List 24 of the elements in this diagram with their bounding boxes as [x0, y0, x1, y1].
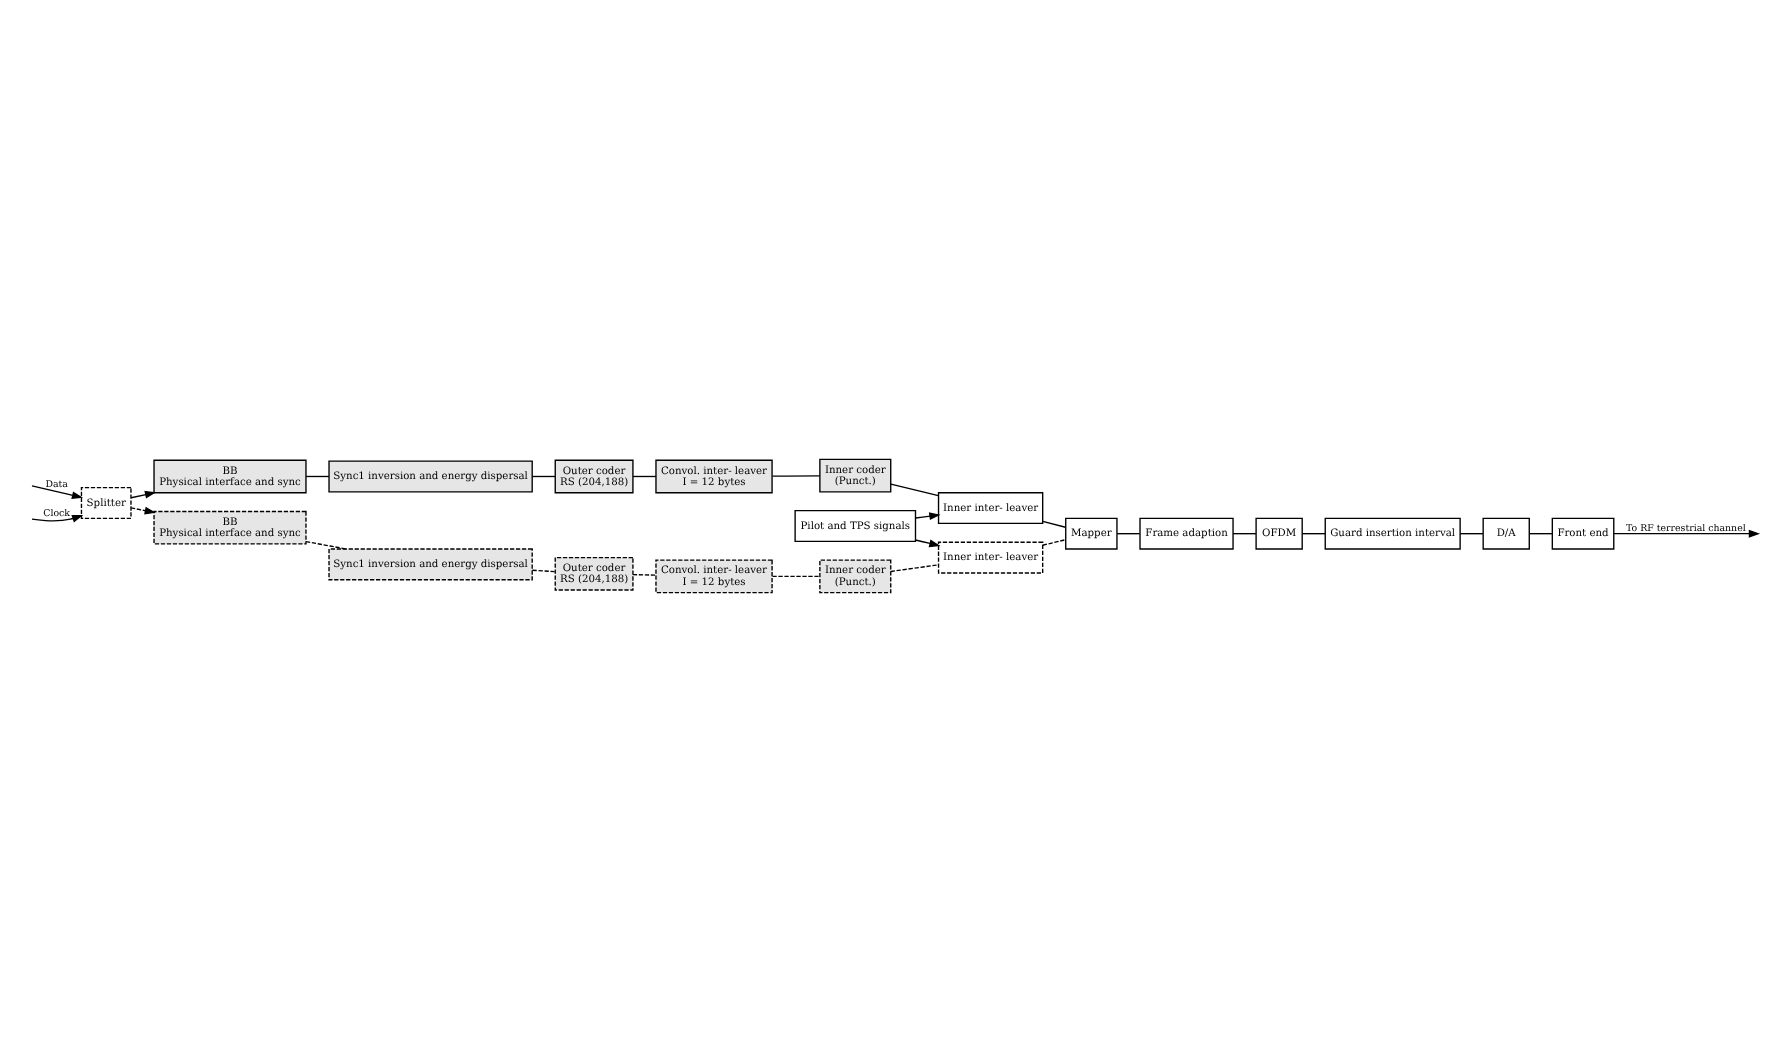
connector	[1116, 533, 1141, 535]
connector	[305, 475, 330, 478]
connector	[771, 475, 821, 477]
connector	[632, 573, 657, 576]
arrow	[130, 490, 157, 499]
connector	[771, 575, 821, 578]
arrow	[31, 514, 84, 523]
arrow	[914, 539, 941, 548]
connector	[531, 569, 556, 573]
connector	[305, 540, 348, 550]
arrow	[31, 485, 84, 500]
arrow	[1613, 529, 1761, 538]
connector	[890, 564, 939, 573]
connector	[1042, 520, 1067, 528]
arrow	[914, 512, 941, 521]
connector	[531, 475, 556, 478]
connector	[890, 483, 939, 497]
connector	[632, 475, 657, 478]
arrow	[130, 506, 156, 515]
connector	[1301, 533, 1326, 535]
connector	[1459, 533, 1484, 535]
connector	[1232, 533, 1257, 535]
connector	[1042, 539, 1067, 546]
connector	[1528, 533, 1553, 535]
